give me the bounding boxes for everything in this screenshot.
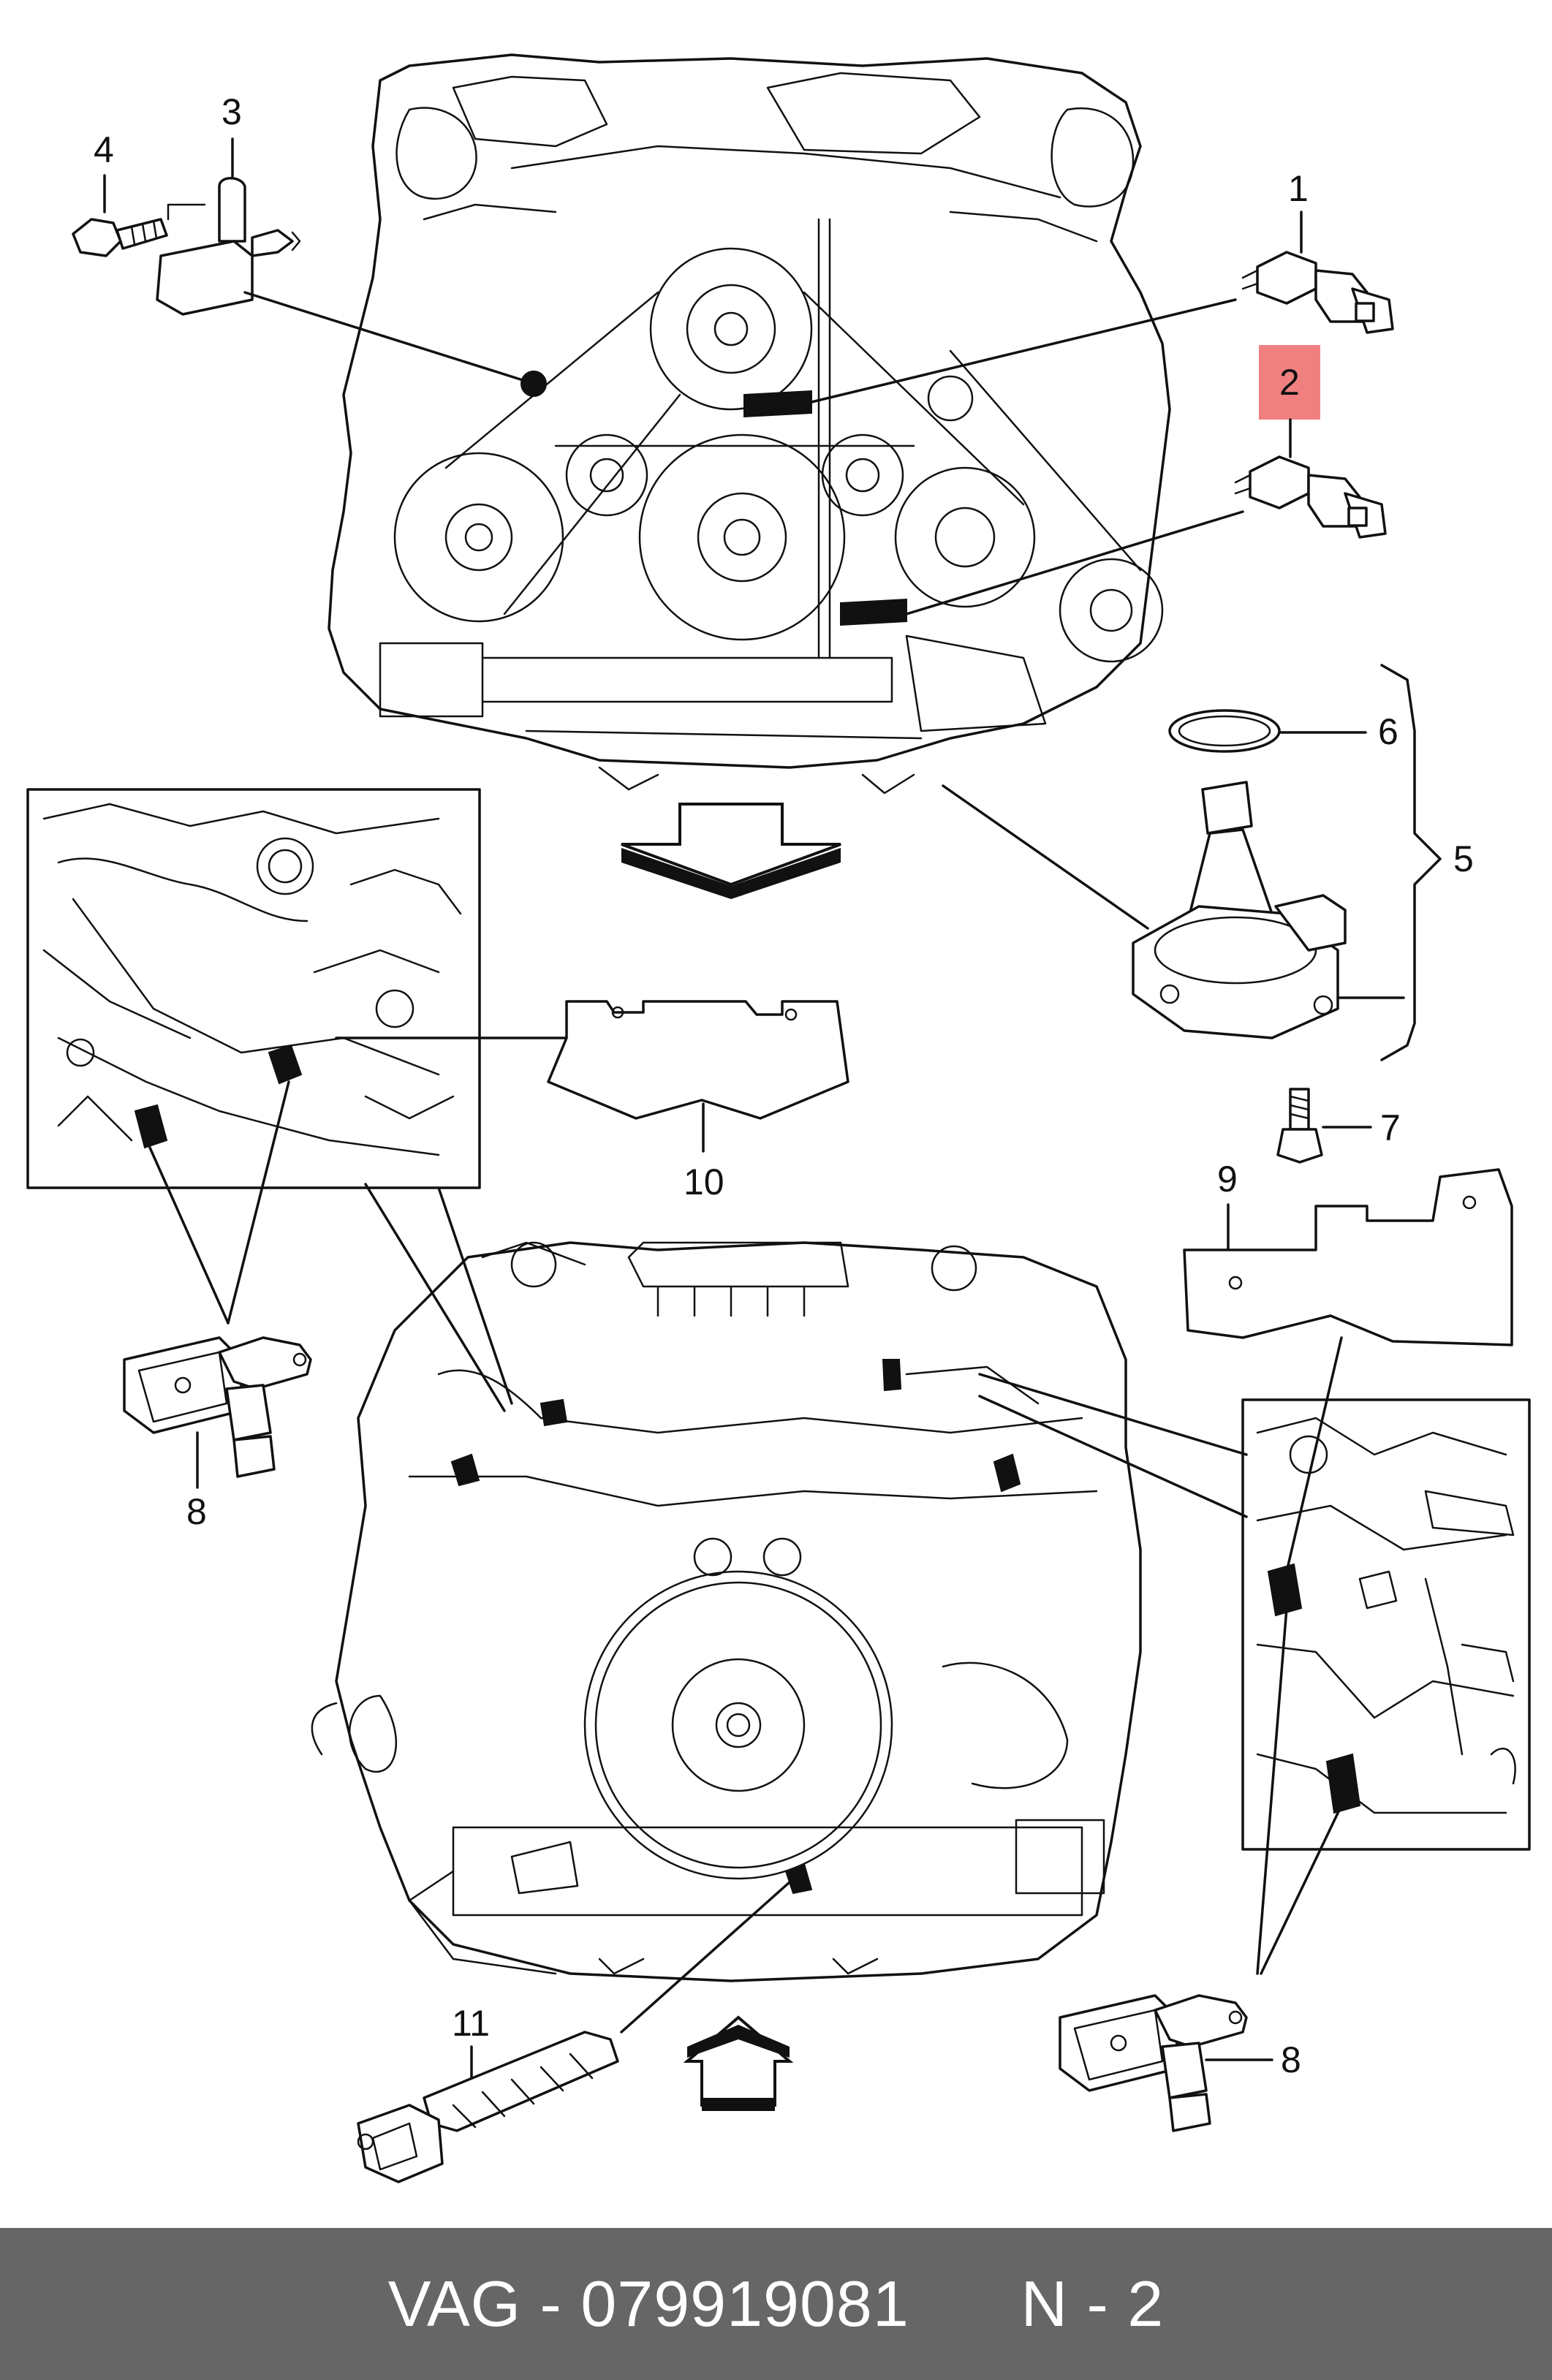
footer-part-label: VAG - 079919081 N - 2 xyxy=(387,2267,1165,2340)
callout-2: 2 xyxy=(1279,362,1300,403)
part-3-sensor xyxy=(156,177,301,316)
engine-rear-view xyxy=(311,1241,1142,1982)
footer-bar: VAG - 079919081 N - 2 xyxy=(0,2228,1552,2380)
footer-brand: VAG xyxy=(387,2267,522,2340)
sensor-marker-inset-b xyxy=(134,1104,168,1149)
sensor-marker-2 xyxy=(840,598,907,626)
sensor-marker-1 xyxy=(743,390,812,418)
callout-7: 7 xyxy=(1380,1107,1401,1148)
callout-6: 6 xyxy=(1378,711,1398,752)
sensor-marker-inset-d xyxy=(1325,1753,1361,1814)
part-11-speed-sensor xyxy=(357,2031,619,2183)
engine-front-view xyxy=(328,53,1171,795)
callout-8-right: 8 xyxy=(1281,2039,1301,2080)
callout-1: 1 xyxy=(1288,168,1309,209)
part-1-sender xyxy=(1241,251,1394,334)
inset-left-detail xyxy=(26,788,481,1189)
part-10-heat-shield xyxy=(547,1000,849,1120)
inset-right-detail xyxy=(1241,1398,1531,1851)
callout-2-highlight xyxy=(1259,345,1320,420)
sensor-marker-inset-c xyxy=(1267,1563,1303,1617)
sensor-marker-11 xyxy=(784,1862,813,1895)
callout-4: 4 xyxy=(94,129,114,170)
callout-5: 5 xyxy=(1453,838,1474,879)
footer-position: N - 2 xyxy=(1021,2267,1165,2340)
parts-diagram: 1 2 3 4 6 5 xyxy=(26,53,1531,2183)
footer-part-number: 079919081 xyxy=(580,2267,909,2340)
part-5-oil-level-sender xyxy=(1132,781,1347,1039)
part-7-bolt xyxy=(1276,1088,1323,1164)
callout-3: 3 xyxy=(222,91,242,132)
callout-10: 10 xyxy=(684,1161,724,1202)
sensor-marker-inset-a xyxy=(268,1044,303,1085)
part-6-o-ring xyxy=(1168,709,1281,753)
part-9-heat-shield xyxy=(1183,1168,1513,1346)
sensor-marker-3 xyxy=(521,371,547,397)
part-8-sensor-left xyxy=(123,1336,312,1478)
part-2-sender xyxy=(1234,455,1387,539)
callout-11: 11 xyxy=(452,2003,490,2044)
callout-8-left: 8 xyxy=(186,1491,207,1532)
part-4-bolt xyxy=(72,218,168,257)
part-8-sensor-right xyxy=(1059,1994,1248,2132)
callout-9: 9 xyxy=(1217,1159,1238,1200)
